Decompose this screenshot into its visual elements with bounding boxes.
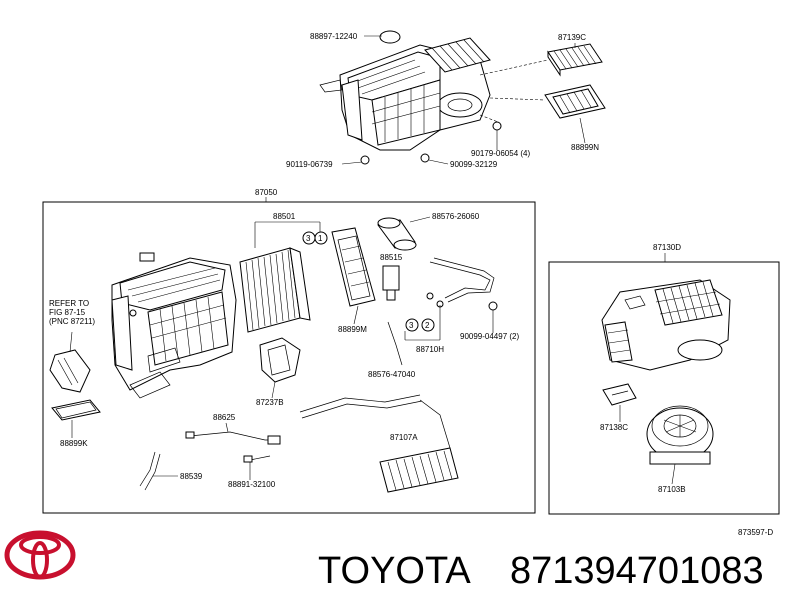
heater-unit-drawing — [111, 252, 237, 399]
bracket-87237b-drawing — [259, 337, 301, 383]
label-88897-12240: 88897-12240 — [310, 32, 358, 41]
label-88576-47040: 88576-47040 — [368, 370, 416, 379]
label-87138c: 87138C — [600, 423, 628, 432]
circle-marker-2-b: 2 — [425, 321, 430, 330]
label-90179-06054: 90179-06054 (4) — [471, 149, 530, 158]
tube-88576-26060-drawing — [377, 217, 417, 251]
brand-name: TOYOTA — [318, 550, 471, 592]
frame-88899m-drawing — [331, 227, 376, 307]
valve-88515-drawing — [382, 265, 400, 301]
pipes-88710h-drawing — [426, 257, 498, 311]
evaporator-88501-drawing — [239, 247, 311, 333]
heater-core-87107a-drawing — [299, 394, 459, 493]
blower-motor-87103b-drawing — [646, 405, 714, 465]
duct-piece-drawing — [49, 349, 91, 393]
toyota-emblem-icon — [4, 530, 76, 580]
label-88576-26060: 88576-26060 — [432, 212, 480, 221]
hose-88576-47040-drawing — [387, 321, 403, 366]
sensor-88625-drawing — [185, 431, 281, 445]
group-box-87130d — [548, 261, 780, 515]
circle-marker-1-a: 1 — [318, 234, 323, 243]
circle-marker-3-a: 3 — [306, 234, 311, 243]
label-88899k: 88899K — [60, 439, 88, 448]
label-88501: 88501 — [273, 212, 296, 221]
label-88515: 88515 — [380, 253, 403, 262]
hose-88539-drawing — [139, 451, 156, 487]
frame-88899n-drawing — [544, 84, 606, 119]
label-pnc-87211: (PNC 87211) — [49, 317, 95, 326]
servo-87138c-drawing — [602, 383, 637, 406]
diagram-code: 873597-D — [738, 528, 773, 537]
label-88625: 88625 — [213, 413, 236, 422]
part-number: 871394701083 — [510, 550, 764, 592]
filter-87139c-drawing — [547, 43, 603, 77]
label-88899n: 88899N — [571, 143, 599, 152]
group-box-87050 — [42, 201, 536, 514]
label-88539: 88539 — [180, 472, 203, 481]
label-88891-32100: 88891-32100 — [228, 480, 276, 489]
label-refer-to: REFER TO — [49, 299, 89, 308]
top-assembly-drawing — [319, 30, 549, 165]
label-fig-87-15: FIG 87-15 — [49, 308, 86, 317]
label-87237b: 87237B — [256, 398, 284, 407]
label-87107a: 87107A — [390, 433, 418, 442]
label-87103b: 87103B — [658, 485, 686, 494]
label-87130d: 87130D — [653, 243, 681, 252]
label-87139c: 87139C — [558, 33, 586, 42]
label-90099-04497: 90099-04497 (2) — [460, 332, 519, 341]
label-88899m: 88899M — [338, 325, 367, 334]
label-90099-32129: 90099-32129 — [450, 160, 498, 169]
circle-marker-3-b: 3 — [409, 321, 414, 330]
sensor-88891-drawing — [243, 455, 271, 463]
label-88710h: 88710H — [416, 345, 444, 354]
gasket-88899k-drawing — [51, 399, 101, 421]
label-90119-06739: 90119-06739 — [286, 160, 333, 169]
label-87050: 87050 — [255, 188, 278, 197]
blower-assembly-drawing — [601, 279, 731, 371]
